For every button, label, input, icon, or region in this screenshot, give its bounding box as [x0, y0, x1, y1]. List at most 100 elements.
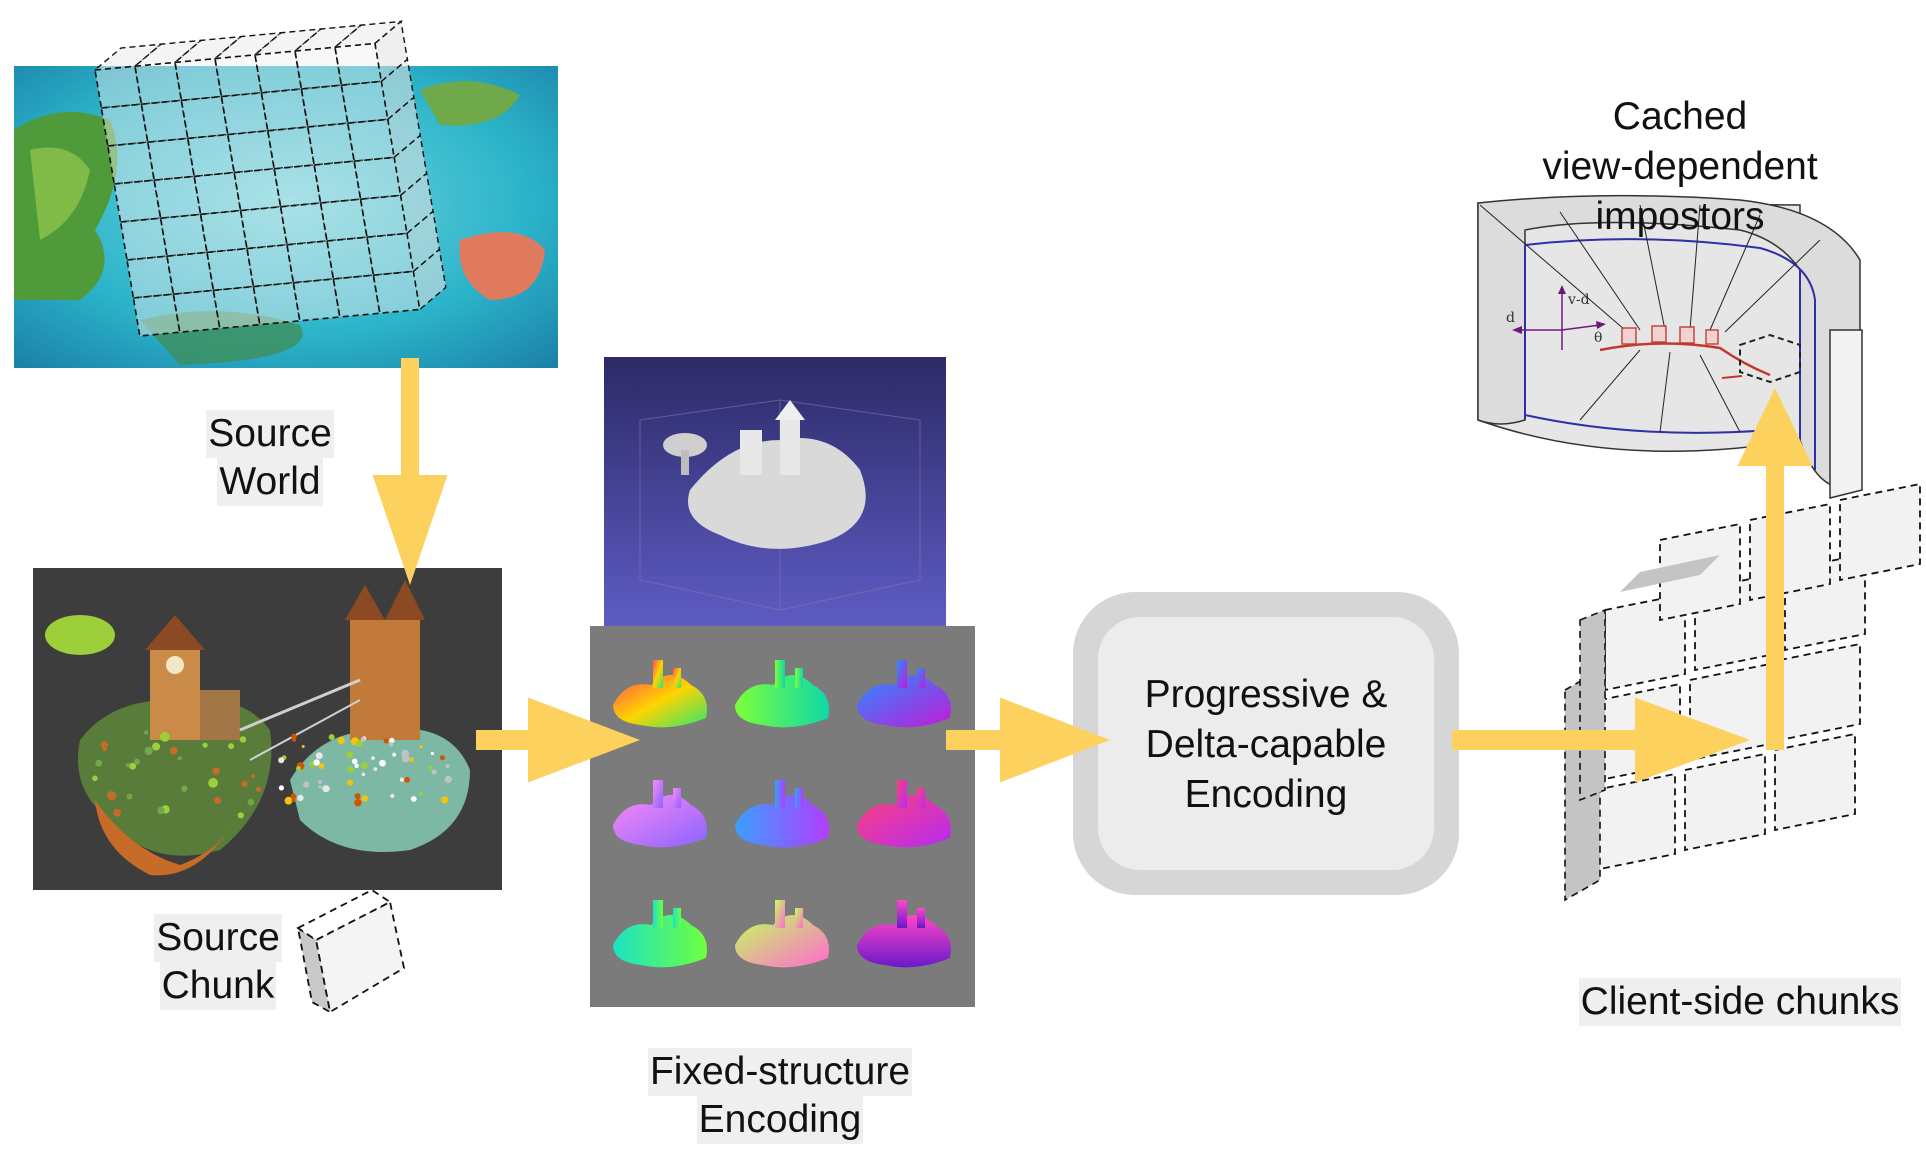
blue-ring-top — [1524, 238, 1816, 470]
scene-figurine — [318, 763, 325, 769]
scene-figurine — [315, 752, 323, 760]
scene-figurine — [318, 785, 323, 789]
world-chunk-cell — [180, 95, 229, 140]
scene-foliage — [159, 731, 170, 742]
scene-figurine — [292, 737, 297, 742]
world-chunk-cell — [106, 141, 156, 185]
world-chunk-cell — [359, 194, 408, 239]
atlas-tile-tower — [917, 908, 925, 928]
world-chunk-cell — [126, 255, 175, 299]
world-chunk-cell — [172, 289, 221, 334]
atlas-tile — [613, 780, 707, 848]
scene-figurine — [291, 797, 296, 802]
client-chunk-cube — [1684, 752, 1766, 852]
world-chunk-cell — [239, 205, 288, 250]
world-chunk-cell — [174, 57, 223, 102]
scene-figurine — [440, 796, 449, 804]
label-progressive-line1: Progressive & — [1144, 673, 1388, 716]
world-chunk-cell — [119, 217, 168, 261]
world-chunk-cell — [220, 91, 269, 136]
scene-figurine — [388, 742, 394, 747]
client-cube-face — [1749, 502, 1831, 602]
atlas-tile-tower — [775, 660, 785, 688]
label-fixed-structure: Fixed-structure Encoding — [620, 1048, 940, 1144]
world-chunk-cell — [153, 175, 202, 220]
axis-vd-label: v-d — [1567, 292, 1590, 308]
scene-figurine — [360, 762, 368, 770]
label-source-world-line2: World — [217, 458, 323, 506]
label-cached-line1: Cached — [1612, 95, 1748, 138]
world-chunk-cell — [306, 122, 356, 166]
world-chunk-cell — [332, 274, 381, 318]
scene-figurine — [313, 759, 320, 766]
world-chunk-cell — [273, 164, 322, 208]
atlas-tile-tower — [917, 668, 925, 688]
atlas-tile — [735, 660, 829, 728]
scene-figurine — [361, 772, 366, 777]
scene-foliage — [208, 778, 219, 788]
scene-figurine — [431, 769, 437, 775]
atlas-tile-tower — [673, 908, 681, 928]
scene-foliage — [177, 756, 182, 761]
scene-foliage — [144, 746, 153, 756]
scene-figurine — [347, 766, 355, 774]
label-progressive-line2: Delta-capable — [1145, 723, 1387, 766]
world-chunk-cell — [319, 198, 368, 242]
atlas-tile — [857, 660, 951, 728]
world-chunk-cell — [313, 160, 362, 204]
scene-figurine — [399, 777, 405, 782]
world-chunk-cell — [292, 278, 341, 322]
scene-foliage — [228, 743, 235, 750]
arrow-world-to-chunk — [372, 358, 448, 585]
scene-figurine — [297, 794, 304, 802]
scene-figurine — [278, 785, 284, 791]
atlas-tile-tower — [795, 788, 803, 808]
scene-foliage — [169, 746, 178, 755]
castle-tower — [350, 620, 420, 740]
atlas-tile-tower — [897, 660, 907, 688]
source-chunk-cube — [296, 888, 406, 1014]
atlas-tile — [613, 660, 707, 728]
scene-foliage — [247, 799, 254, 806]
scene-foliage — [237, 812, 244, 819]
scene-foliage — [239, 736, 247, 743]
atlas-tile-shape — [735, 675, 829, 728]
impostor-chunk-cube — [1739, 333, 1801, 384]
atlas-tile-tower — [795, 668, 803, 688]
world-chunk-cell — [140, 99, 189, 144]
scene-figurine — [284, 796, 293, 805]
world-chunk-cell — [353, 156, 402, 201]
label-cached-line3: impostors — [1595, 195, 1765, 238]
world-chunk-cell — [113, 179, 162, 223]
client-chunk-cube — [1594, 772, 1676, 872]
arrow-client-to-impostors — [1737, 388, 1813, 510]
scene-figurine — [347, 779, 354, 786]
scene-figurine — [383, 738, 389, 744]
scene-foliage — [129, 762, 137, 770]
island-east — [459, 232, 545, 300]
scene-foliage — [92, 775, 98, 782]
world-chunk-cell — [100, 103, 149, 147]
world-chunk-cell — [254, 50, 303, 94]
world-chunk-cell — [366, 232, 415, 277]
client-cube-face — [1839, 482, 1921, 582]
atlas-tile-shape — [857, 915, 951, 968]
atlas-tile-tower — [775, 900, 785, 928]
scene-figurine — [404, 776, 410, 783]
scene-figurine — [303, 781, 310, 788]
scene-foliage — [133, 758, 140, 765]
label-source-chunk-line1: Source — [154, 914, 282, 962]
label-progressive-encoding: Progressive & Delta-capable Encoding — [1098, 670, 1434, 820]
floating-island-right — [290, 728, 470, 852]
attribute-atlas — [590, 626, 975, 1007]
label-source-chunk: Source Chunk — [138, 914, 298, 1010]
atlas-tile-shape — [613, 915, 707, 968]
arrow-progressive-to-client — [1452, 697, 1750, 783]
world-chunk-cell — [326, 236, 375, 280]
client-cube-side — [1579, 608, 1606, 802]
scene-figurine — [430, 751, 434, 756]
world-chunk-cell — [340, 80, 389, 125]
scene-figurine — [354, 763, 359, 768]
scene-foliage — [157, 806, 165, 815]
atlas-tile-tower — [653, 780, 663, 808]
